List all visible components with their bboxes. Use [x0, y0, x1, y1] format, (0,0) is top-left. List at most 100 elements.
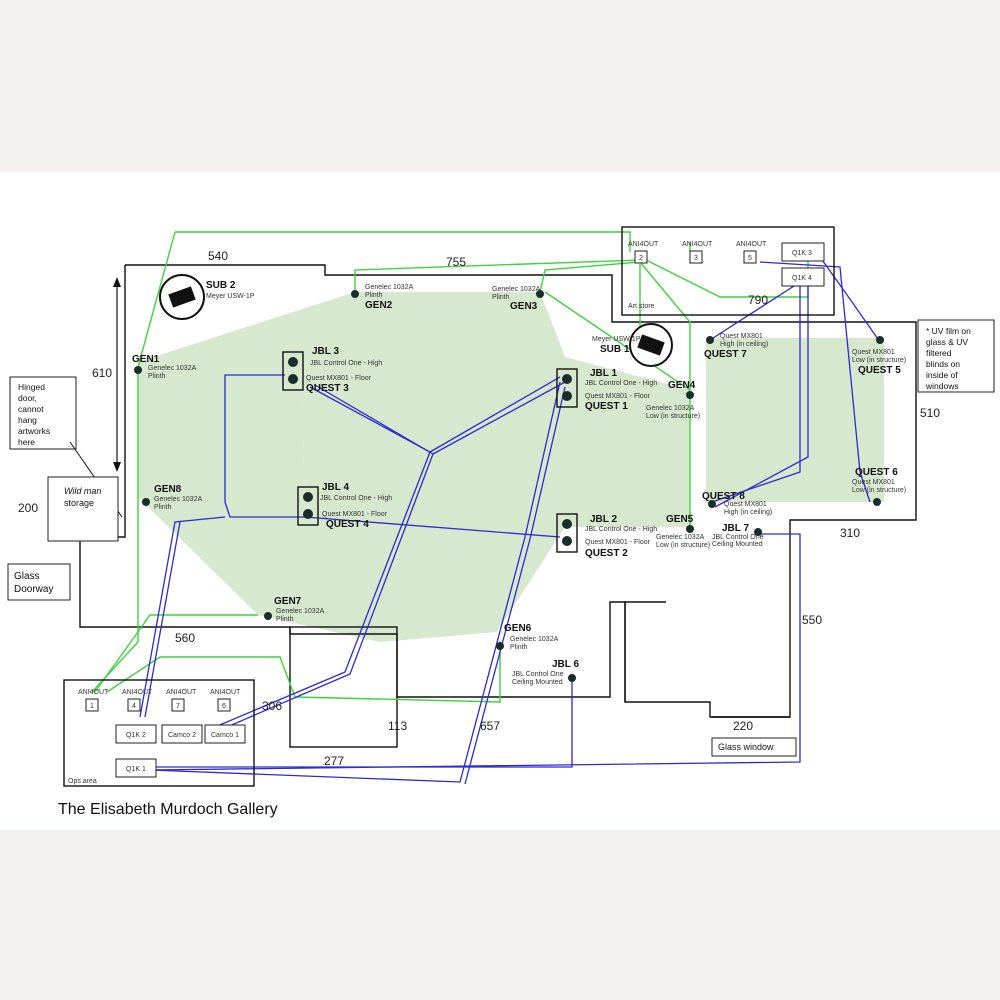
port-box — [634, 250, 648, 264]
speaker-icon — [264, 612, 272, 620]
unit-box — [115, 758, 157, 778]
gen5-label: GEN5 — [666, 514, 694, 525]
speaker-icon — [288, 357, 298, 367]
svg-text:Plinth: Plinth — [510, 644, 528, 651]
speaker-icon — [496, 642, 504, 650]
svg-text:Quest MX801 - Floor: Quest MX801 - Floor — [322, 511, 388, 518]
note-line: artworks — [18, 426, 50, 436]
svg-text:Ceiling Mounted: Ceiling Mounted — [712, 541, 763, 548]
svg-text:Low (in structure): Low (in structure) — [646, 413, 700, 420]
svg-text:Quest MX801: Quest MX801 — [852, 349, 895, 356]
quest1-label: QUEST 1 — [585, 401, 628, 412]
jbl1-quest1-box — [556, 368, 578, 408]
dim-755: 755 — [446, 255, 466, 269]
speaker-icon — [303, 492, 313, 502]
ani-label: ANI4OUT — [210, 689, 241, 696]
dim-540: 540 — [208, 249, 228, 263]
dim-200: 200 — [18, 501, 38, 515]
svg-text:Quest MX801 - Floor: Quest MX801 - Floor — [585, 539, 651, 546]
ani-label: ANI4OUT — [682, 241, 713, 248]
glass-window-label: Glass window — [718, 742, 774, 752]
svg-text:JBL Control One: JBL Control One — [512, 671, 564, 678]
unit-box — [781, 242, 825, 262]
subwoofer-icon — [637, 334, 665, 356]
note-line: filtered — [926, 348, 952, 358]
sub1-label: SUB 1 — [600, 344, 630, 355]
port-label: 5 — [748, 255, 752, 262]
speaker-icons — [134, 290, 884, 682]
port-label: 3 — [694, 255, 698, 262]
dim-610: 610 — [92, 366, 112, 380]
note-line: inside of — [926, 370, 958, 380]
sub2-label: SUB 2 — [206, 280, 236, 291]
wildman-label: Wild man — [64, 486, 101, 496]
svg-text:Genelec 1032A: Genelec 1032A — [510, 636, 559, 643]
svg-text:High (in ceiling): High (in ceiling) — [720, 341, 768, 348]
dim-310: 310 — [840, 526, 860, 540]
ops-area-label: Ops area — [68, 778, 97, 785]
unit-label: Q1K 2 — [126, 732, 146, 739]
quest4-label: QUEST 4 — [326, 519, 369, 530]
quest5-label: QUEST 5 — [858, 365, 901, 376]
dim-510: 510 — [920, 406, 940, 420]
hinged-note-box — [9, 376, 77, 450]
blue-cabling — [139, 256, 881, 785]
arrow-down-icon — [113, 462, 121, 472]
text-layer: 540 755 790 610 510 200 310 550 560 306 … — [14, 241, 971, 818]
gen7-label: GEN7 — [274, 596, 302, 607]
floor-plan: 540 755 790 610 510 200 310 550 560 306 … — [0, 172, 1000, 830]
arrow-up-icon — [113, 277, 121, 287]
dim-113: 113 — [388, 719, 407, 733]
unit-label: Q1K 4 — [792, 275, 812, 282]
gen8-label: GEN8 — [154, 484, 182, 495]
floor-plan-drawing: 540 755 790 610 510 200 310 550 560 306 … — [7, 226, 995, 818]
dim-277: 277 — [324, 754, 344, 768]
speaker-icon — [303, 509, 313, 519]
svg-text:Low (in structure): Low (in structure) — [852, 487, 906, 494]
dim-657: 657 — [480, 719, 500, 733]
gen6-label: GEN6 — [504, 623, 532, 634]
unit-label: Camco 1 — [211, 732, 239, 739]
note-line: cannot — [18, 404, 44, 414]
speaker-icon — [562, 536, 572, 546]
speaker-icon — [142, 498, 150, 506]
unit-label: Q1K 1 — [126, 766, 146, 773]
svg-text:Genelec 1032A: Genelec 1032A — [492, 286, 541, 293]
speaker-icon — [288, 374, 298, 384]
gen1-label: GEN1 — [132, 354, 160, 365]
port-box — [85, 698, 99, 712]
quest6-label: QUEST 6 — [855, 467, 898, 478]
note-line: windows — [925, 381, 959, 391]
svg-text:Genelec 1032A: Genelec 1032A — [646, 405, 695, 412]
unit-label: Camco 2 — [168, 732, 196, 739]
speaker-icon — [706, 336, 714, 344]
gen3-label: GEN3 — [510, 301, 538, 312]
ops-room-wall — [289, 626, 398, 748]
speaker-icon — [536, 290, 544, 298]
glass-doorway-label: Doorway — [14, 584, 53, 595]
speaker-icon — [873, 498, 881, 506]
coverage-zone-east — [565, 357, 690, 527]
unit-box — [115, 724, 157, 744]
port-box — [217, 698, 231, 712]
svg-text:JBL Control One - High: JBL Control One - High — [310, 360, 382, 367]
dim-306: 306 — [262, 699, 282, 713]
ani-label: ANI4OUT — [628, 241, 659, 248]
svg-text:JBL Control One: JBL Control One — [712, 534, 764, 541]
svg-text:JBL Control One - High: JBL Control One - High — [585, 526, 657, 533]
quest7-label: QUEST 7 — [704, 349, 747, 360]
unit-box — [161, 724, 203, 744]
speaker-icon — [876, 336, 884, 344]
port-box — [743, 250, 757, 264]
port-box — [689, 250, 703, 264]
dim-560: 560 — [175, 631, 195, 645]
speaker-icon — [134, 366, 142, 374]
art-store-label: Art store — [628, 303, 655, 310]
jbl4-label: JBL 4 — [322, 482, 349, 493]
coverage-zone-west — [138, 292, 565, 615]
port-label: 4 — [132, 703, 136, 710]
quest3-label: QUEST 3 — [306, 383, 349, 394]
ops-area — [63, 679, 255, 787]
speaker-icon — [708, 500, 716, 508]
note-line: here — [18, 437, 35, 447]
